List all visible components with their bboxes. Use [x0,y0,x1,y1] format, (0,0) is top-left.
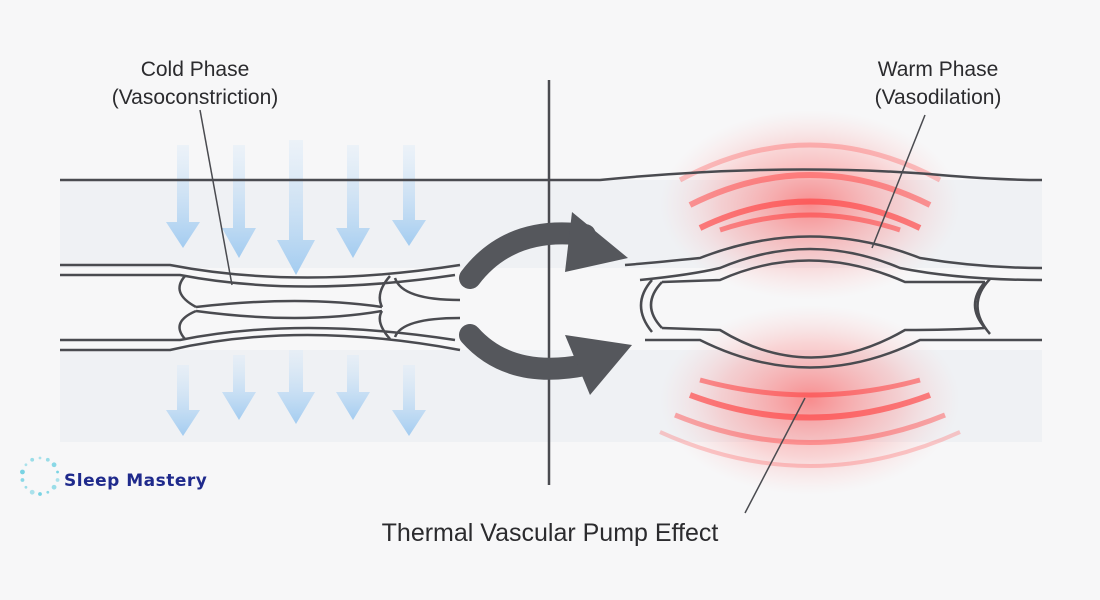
heat-glow-bottom [659,305,961,495]
dotted-circle-logo-icon [20,456,60,496]
warm-phase-subtitle: (Vasodilation) [875,86,1002,109]
arrow-down-icon [222,145,256,258]
arrow-down-icon [336,355,370,420]
curved-arrow-right-icon [459,324,632,395]
arrow-down-icon [392,145,426,246]
logo-dot [20,469,25,475]
logo-dot [29,489,35,495]
cold-phase-subtitle: (Vasoconstriction) [112,86,279,109]
arrow-down-icon [166,365,200,436]
cold-phase-title: Cold Phase [141,58,250,81]
top-boundary-line [60,168,1043,182]
diagram-caption: Thermal Vascular Pump Effect [382,519,719,547]
logo-dot [30,457,35,462]
caption-leader-line [744,397,806,514]
arrow-down-icon [277,350,315,424]
logo-dot [20,478,25,482]
heat-glow-top [660,110,960,300]
warm-phase-title: Warm Phase [878,58,999,81]
logo-dot [56,470,59,474]
cold-leader-line [199,109,233,286]
logo-dot [24,485,28,489]
logo-dot [51,462,57,468]
cold-arrows-top [166,140,426,275]
constricted-vessel [60,263,461,352]
brand-name: Sleep Mastery [64,471,207,491]
logo-dot [38,456,42,460]
logo-dot [45,457,50,462]
cold-arrows-bottom [166,350,426,436]
dilated-vessel [624,235,1043,369]
arrow-down-icon [392,365,426,436]
warm-leader-line [871,114,926,249]
logo-dot [24,463,28,467]
logo-dot [46,490,50,494]
arrow-down-icon [222,355,256,420]
logo-dot [38,492,42,496]
arrow-down-icon [336,145,370,258]
logo-dot [51,484,57,490]
curved-arrow-right-icon [459,212,628,289]
arrow-down-icon [277,140,315,275]
tissue-boundary-lines [60,168,1043,182]
leader-lines [199,109,926,514]
arrow-down-icon [166,145,200,248]
logo-dot [55,478,60,482]
